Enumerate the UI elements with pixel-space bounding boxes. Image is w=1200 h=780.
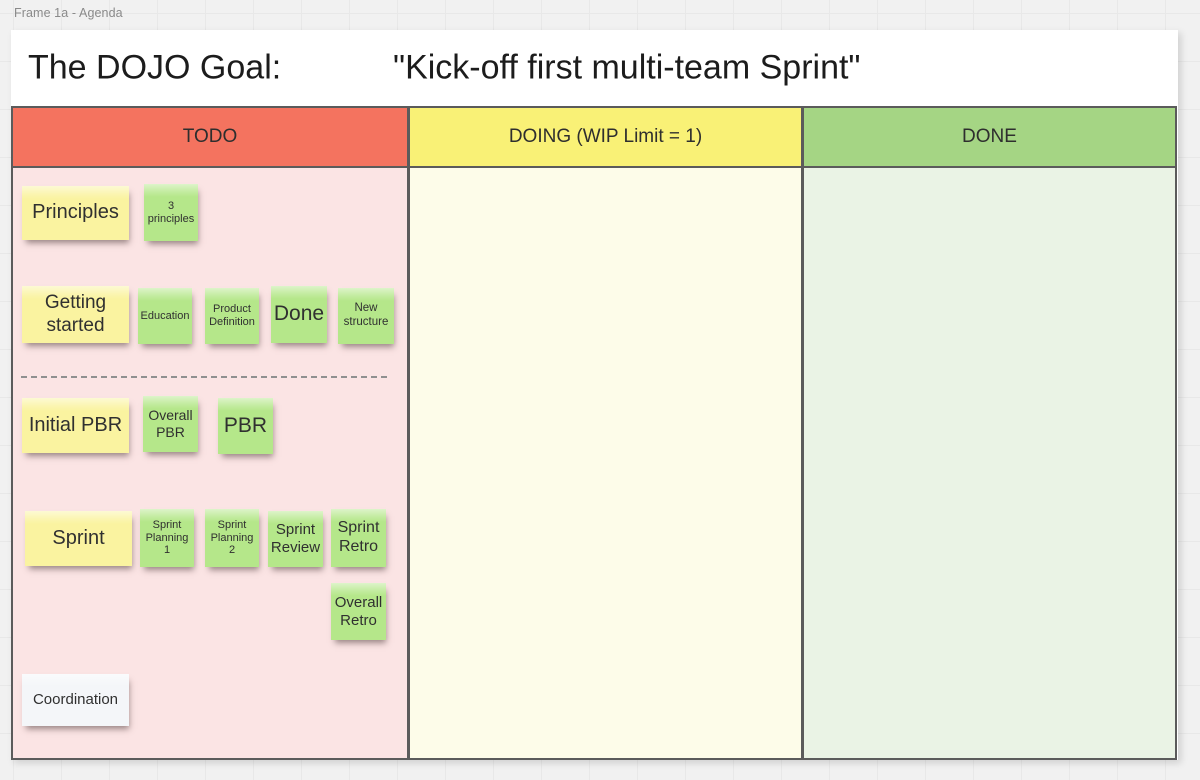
sticky-sprint-planning-1[interactable]: Sprint Planning 1 [140,509,194,567]
sticky-overall-pbr[interactable]: Overall PBR [143,396,198,452]
column-done-label: DONE [962,126,1017,147]
sticky-new-structure[interactable]: New structure [338,288,394,344]
dashed-divider[interactable] [21,376,387,378]
sticky-sprint[interactable]: Sprint [25,511,132,566]
agenda-frame: The DOJO Goal: "Kick-off first multi-tea… [11,30,1178,760]
sticky-getting-started[interactable]: Getting started [22,286,129,343]
board-title[interactable]: The DOJO Goal: "Kick-off first multi-tea… [11,30,1178,106]
sticky-sprint-planning-2[interactable]: Sprint Planning 2 [205,509,259,567]
sticky-3-principles[interactable]: 3 principles [144,184,198,241]
sticky-initial-pbr[interactable]: Initial PBR [22,398,129,453]
column-todo-body: Principles 3 principles Getting started … [13,168,407,758]
sticky-sprint-retro[interactable]: Sprint Retro [331,509,386,567]
frame-label[interactable]: Frame 1a - Agenda [14,6,123,20]
sticky-product-definition[interactable]: Product Definition [205,288,259,344]
column-doing[interactable]: DOING (WIP Limit = 1) [408,106,803,760]
sticky-overall-retro[interactable]: Overall Retro [331,583,386,640]
sticky-education[interactable]: Education [138,288,192,344]
column-todo-header: TODO [13,108,407,168]
column-done[interactable]: DONE [802,106,1177,760]
sticky-principles[interactable]: Principles [22,186,129,240]
sticky-pbr[interactable]: PBR [218,398,273,454]
board-title-sprint: "Kick-off first multi-team Sprint" [393,48,861,87]
sticky-done[interactable]: Done [271,286,327,343]
column-doing-body [410,168,801,758]
sticky-coordination[interactable]: Coordination [22,674,129,726]
kanban-columns: TODO Principles 3 principles Getting sta… [11,106,1178,760]
column-todo[interactable]: TODO Principles 3 principles Getting sta… [11,106,409,760]
column-done-header: DONE [804,108,1175,168]
board-title-goal: The DOJO Goal: [28,48,282,87]
column-done-body [804,168,1175,758]
column-todo-label: TODO [182,126,238,147]
column-doing-label: DOING (WIP Limit = 1) [508,126,703,147]
sticky-sprint-review[interactable]: Sprint Review [268,511,323,567]
column-doing-header: DOING (WIP Limit = 1) [410,108,801,168]
